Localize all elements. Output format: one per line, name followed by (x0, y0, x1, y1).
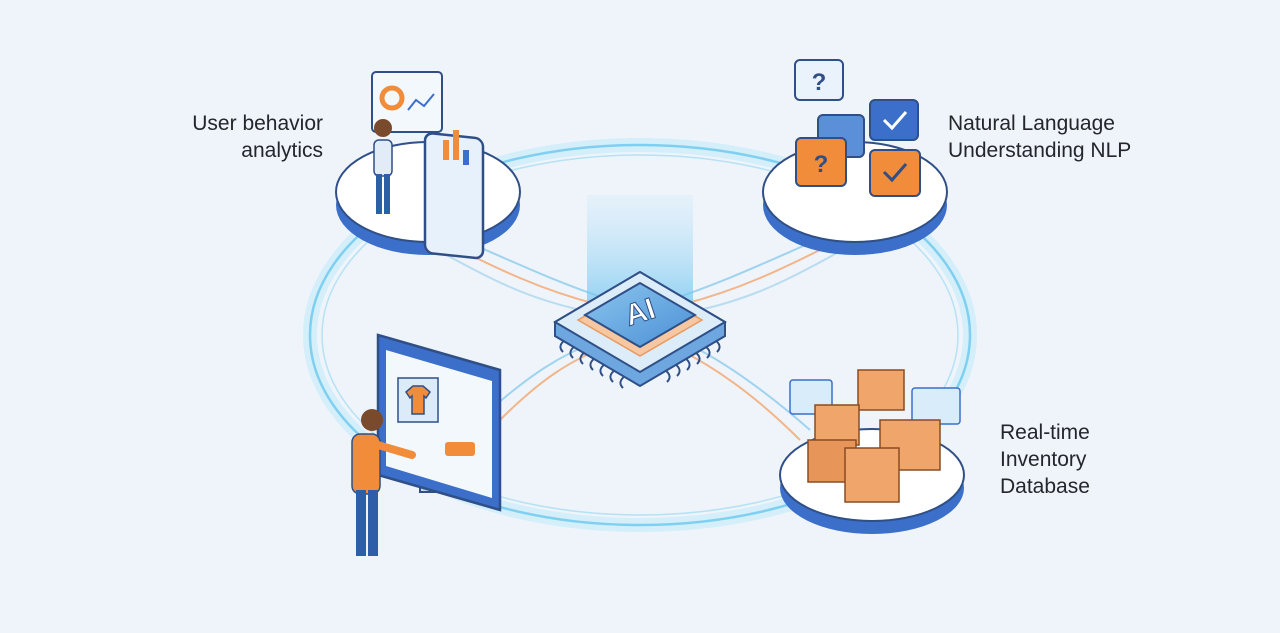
boxes-icon (789, 369, 961, 503)
chat-bubbles-icon: ? ? (794, 59, 921, 197)
label-line: Database (1000, 475, 1090, 498)
svg-text:?: ? (814, 151, 829, 178)
label-line: Inventory (1000, 448, 1087, 471)
label-line: Real-time (1000, 421, 1090, 444)
svg-text:?: ? (812, 69, 827, 96)
person-shopper-icon (351, 409, 416, 556)
label-line: Understanding NLP (948, 139, 1132, 162)
monitor-shirt-icon (376, 333, 502, 512)
label-inventory: Real-time Inventory Database (1000, 419, 1090, 500)
label-line: Natural Language (948, 112, 1115, 135)
label-line: analytics (241, 139, 323, 162)
label-nlp: Natural Language Understanding NLP (948, 110, 1131, 164)
label-line: User behavior (192, 112, 323, 135)
connection-ring (303, 138, 977, 532)
person-analyst-icon (373, 119, 393, 214)
ai-chip-icon (553, 270, 727, 389)
phone-dashboard-icon (371, 71, 485, 260)
label-analytics: User behavior analytics (192, 110, 323, 164)
